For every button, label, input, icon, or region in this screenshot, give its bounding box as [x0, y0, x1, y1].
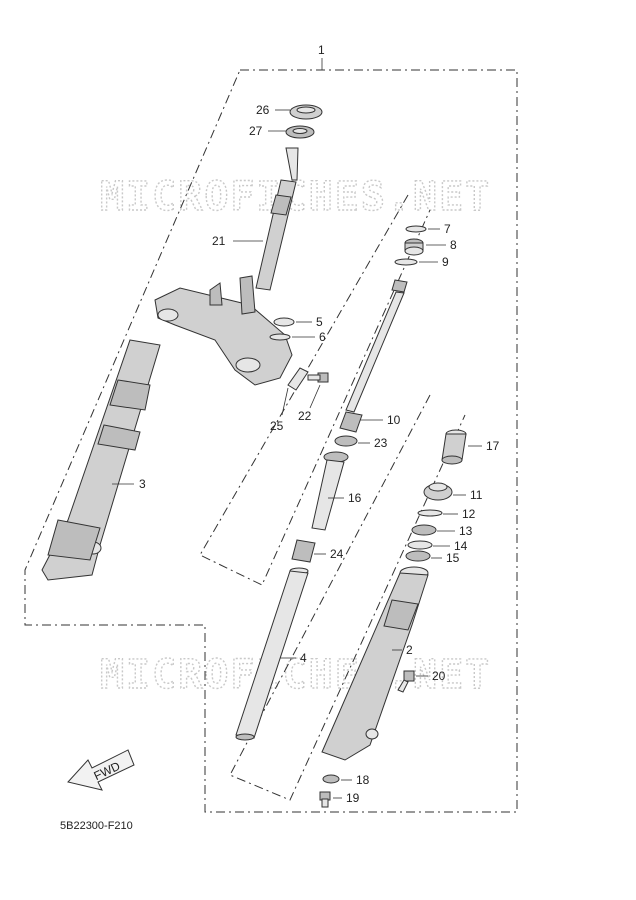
callout-14: 14: [454, 539, 468, 553]
bolt-part-20: [397, 670, 415, 693]
fork-spring-part-10: [339, 279, 408, 433]
callout-4: 4: [300, 651, 307, 665]
callout-7: 7: [444, 222, 451, 236]
inner-group-left: [199, 194, 431, 586]
clip-part-7: [405, 225, 427, 233]
outer-tube-part-3: [41, 339, 161, 581]
callout-8: 8: [450, 238, 457, 252]
outer-tube-part-2: [321, 566, 429, 761]
callout-23: 23: [374, 436, 388, 450]
bushing-part-15: [405, 550, 431, 562]
collar-part-17: [441, 429, 467, 465]
callout-20: 20: [432, 669, 446, 683]
washer-part-18: [322, 774, 340, 784]
callout-27: 27: [249, 124, 263, 138]
callout-24: 24: [330, 547, 344, 561]
ring-part-23: [334, 435, 358, 447]
callout-3: 3: [139, 477, 146, 491]
fwd-label: FWD: [92, 759, 123, 783]
bolt-part-19: [319, 791, 331, 808]
inner-group-right: [229, 394, 466, 801]
dust-seal-part-11: [423, 482, 453, 501]
washer-part-6: [269, 333, 291, 341]
callout-11: 11: [470, 488, 483, 502]
callout-5: 5: [316, 315, 323, 329]
callout-16: 16: [348, 491, 362, 505]
clip-part-12: [417, 509, 443, 517]
damper-rod-part-16: [311, 451, 349, 531]
callout-10: 10: [387, 413, 401, 427]
bearing-seal-part-26: [289, 104, 323, 120]
callout-22: 22: [298, 409, 312, 423]
oil-seal-part-13: [411, 524, 437, 536]
inner-tube-part-4: [235, 567, 309, 741]
callout-15: 15: [446, 551, 460, 565]
bearing-part-27: [285, 125, 315, 139]
assembly-boundary: [24, 69, 518, 813]
under-bracket: [154, 275, 293, 386]
rebound-spring-part-24: [291, 539, 316, 563]
plate-part-25: [287, 367, 309, 391]
callout-18: 18: [356, 773, 370, 787]
callout-9: 9: [442, 255, 449, 269]
callout-12: 12: [462, 507, 476, 521]
bolt-part-22: [307, 372, 329, 383]
washer-part-5: [273, 317, 295, 327]
fwd-arrow-icon: FWD: [67, 749, 135, 791]
callout-2: 2: [406, 643, 413, 657]
diagram-code: 5B22300-F210: [60, 820, 133, 832]
steering-stem-part-21: [255, 147, 299, 291]
watermark-top: MICROFICHES.NET: [100, 174, 491, 220]
callout-21: 21: [212, 234, 226, 248]
callout-1: 1: [318, 43, 325, 57]
callout-17: 17: [486, 439, 500, 453]
callout-25: 25: [270, 419, 284, 433]
callout-6: 6: [319, 330, 326, 344]
callout-26: 26: [256, 103, 270, 117]
watermark-bottom: MICROFICHES.NET: [100, 652, 491, 698]
callout-19: 19: [346, 791, 360, 805]
o-ring-part-9: [394, 258, 418, 266]
cap-bolt-part-8: [404, 238, 424, 256]
callout-13: 13: [459, 524, 473, 538]
washer-part-14: [407, 540, 433, 550]
